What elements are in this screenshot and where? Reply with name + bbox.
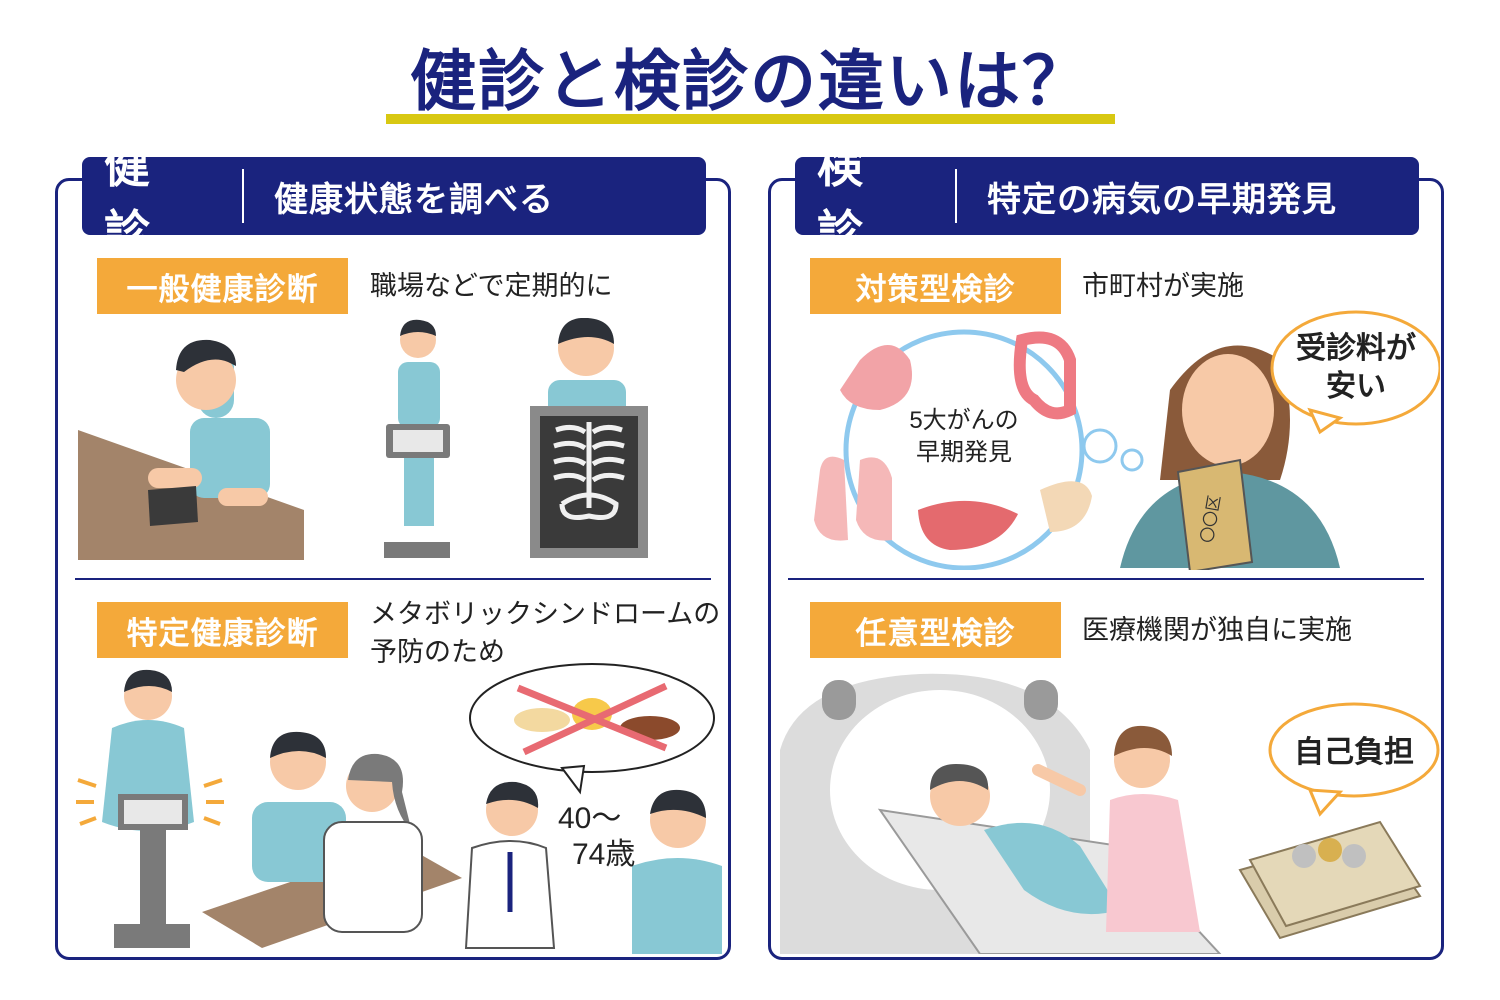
kenshin-header: 健 診 健康状態を調べる xyxy=(82,139,706,259)
policy-screening-illustration: 5大がんの 早期発見 〇〇区 受診料が 安い xyxy=(814,310,1440,570)
bp-monitor xyxy=(148,486,198,526)
title-underline xyxy=(386,114,1115,124)
patient xyxy=(632,858,722,954)
kenshin-header-subtitle: 健康状態を調べる xyxy=(274,179,554,220)
specific-checkup-desc-line2: 予防のため xyxy=(370,637,505,668)
policy-screening-desc: 市町村が実施 xyxy=(1082,271,1244,302)
circle-line1: 5大がんの xyxy=(909,407,1018,434)
header-separator-2 xyxy=(955,169,957,223)
age-line2: 74歳 xyxy=(572,838,635,871)
price-bubble xyxy=(1270,310,1440,426)
stomach-icon xyxy=(840,345,912,410)
standing-man xyxy=(398,362,440,428)
kenshin2-header-subtitle: 特定の病気の早期発見 xyxy=(987,179,1337,220)
voluntary-screening-desc: 医療機関が独自に実施 xyxy=(1082,615,1352,646)
lungs-icon xyxy=(814,456,848,541)
liver-icon xyxy=(918,500,1018,550)
man-shirt xyxy=(190,418,270,498)
nurse xyxy=(323,821,423,933)
woman-face xyxy=(1182,354,1274,466)
organ-circle xyxy=(843,329,1085,570)
right-divider xyxy=(788,578,1424,580)
header-separator xyxy=(242,169,244,223)
envelope xyxy=(1176,458,1254,570)
policy-screening-tag: 対策型検診 xyxy=(810,258,1061,314)
self-pay-bubble xyxy=(1268,702,1440,798)
circle-line2: 早期発見 xyxy=(916,439,1012,466)
lying-patient xyxy=(984,822,1120,915)
kenshin-header-title: 健 診 xyxy=(104,139,160,259)
left-divider xyxy=(75,578,711,580)
pink-nurse xyxy=(1106,794,1200,932)
specific-checkup-tag: 特定健康診断 xyxy=(97,602,348,658)
coin xyxy=(1292,844,1316,868)
bubble-line1: 受診料が xyxy=(1296,331,1416,365)
specific-checkup-desc-line1: メタボリックシンドロームの xyxy=(370,599,721,630)
kenshin2-header: 検 診 特定の病気の早期発見 xyxy=(795,139,1419,259)
general-checkup-tag: 一般健康診断 xyxy=(97,258,348,314)
general-checkup-illustration xyxy=(78,318,648,560)
specific-checkup-illustration: 40〜 74歳 xyxy=(76,663,722,954)
kenshin2-header-title: 検 診 xyxy=(817,139,873,259)
intestine-icon xyxy=(1013,331,1076,420)
bubble-line2: 安い xyxy=(1326,370,1386,403)
breast-icon xyxy=(1040,481,1092,532)
self-pay-text: 自己負担 xyxy=(1294,736,1414,769)
voluntary-screening-illustration: 自己負担 xyxy=(780,673,1440,954)
xray-ribs xyxy=(553,422,625,520)
voluntary-screening-tag: 任意型検診 xyxy=(810,602,1061,658)
general-checkup-desc: 職場などで定期的に xyxy=(370,271,613,302)
age-line1: 40〜 xyxy=(558,802,621,835)
page-title: 健診と検診の違いは？ xyxy=(410,42,1090,120)
